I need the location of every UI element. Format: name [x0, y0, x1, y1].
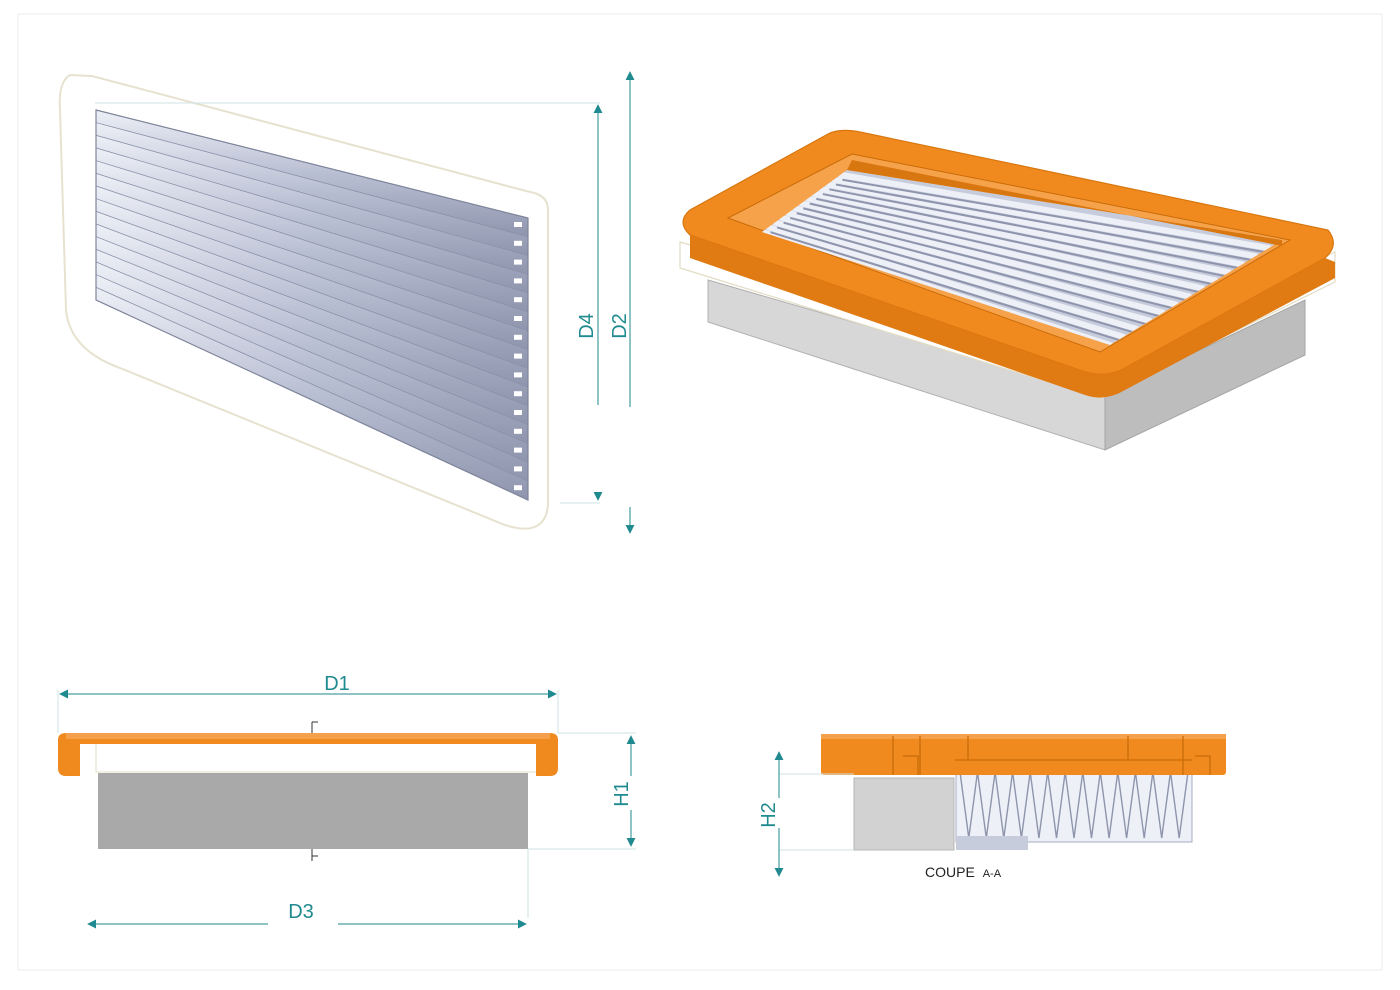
section-frame-details — [892, 736, 1211, 775]
iso-pleat-ridge — [765, 224, 1127, 340]
pleat-end-tab — [514, 259, 522, 265]
iso-body-side — [1104, 299, 1306, 451]
pleat-end-tab — [514, 428, 522, 434]
iso-pleat-ridge — [837, 171, 1272, 252]
iso-pleat-shadow — [789, 216, 1166, 319]
front-perspective-view: D4 D2 — [58, 71, 635, 534]
iso-pleat-shadow — [783, 221, 1152, 327]
iso-pleat-ridge — [762, 229, 1113, 345]
section-orange-lip — [821, 734, 1226, 739]
iso-inner-wall — [847, 160, 1282, 246]
iso-pleat-shadow — [776, 226, 1139, 335]
dimension-label-h1: H1 — [611, 781, 633, 807]
pleat — [96, 160, 528, 313]
section-label-ref: A-A — [983, 868, 1002, 880]
pleat-end-tab — [514, 222, 522, 227]
section-mark-top — [311, 721, 318, 733]
pleat — [96, 147, 528, 294]
dimension-label-d2: D2 — [609, 313, 631, 339]
iso-pleat-ridge — [817, 186, 1233, 276]
side-view: D1 D3 H1 — [57, 673, 636, 929]
iso-pleat-shadow — [822, 193, 1232, 279]
pleat-end-tab — [514, 447, 522, 453]
section-label: COUPE A-A — [925, 864, 1002, 880]
dimension-label-d1: D1 — [324, 673, 350, 695]
dimension-label-d3: D3 — [288, 901, 314, 923]
iso-pleat-ridge — [811, 190, 1219, 284]
front-view-pleated-media — [96, 110, 528, 500]
front-view-media-edge — [95, 109, 529, 501]
side-view-orange-lip — [66, 733, 550, 739]
sheet-frame — [17, 13, 1383, 971]
iso-pleat-ridge — [772, 219, 1140, 332]
iso-pleat-shadow — [802, 207, 1192, 303]
pleat-end-tab — [514, 466, 522, 472]
iso-pleat-ridge — [824, 181, 1246, 268]
section-pleat-zigzag — [959, 771, 1189, 839]
side-view-orange-frame — [58, 733, 558, 776]
iso-pleat-shadow — [829, 188, 1245, 271]
iso-pleat-shadow — [835, 183, 1258, 263]
iso-pleat-ridge — [830, 176, 1259, 260]
pleat-end-tab — [514, 240, 522, 246]
iso-pleat-ridge — [785, 209, 1166, 316]
pleat-end-tab — [514, 278, 522, 284]
dimension-label-d4: D4 — [576, 313, 598, 339]
pleat — [96, 286, 528, 500]
pleat — [96, 134, 528, 275]
iso-pleat-shadow — [816, 197, 1219, 287]
section-view-a-a: H2 COUPE A-A — [758, 734, 1226, 880]
pleat — [96, 236, 528, 426]
pleat — [96, 274, 528, 482]
pleat-end-tab — [514, 297, 522, 303]
iso-pleat-shadow — [809, 202, 1205, 295]
section-label-main: COUPE — [925, 864, 975, 880]
iso-pleat-ridge — [804, 195, 1206, 292]
pleat-end-tab — [514, 353, 522, 359]
iso-orange-frame-front — [690, 235, 1335, 398]
isometric-view — [679, 129, 1336, 451]
pleat — [96, 172, 528, 332]
pleat-end-tab — [514, 485, 522, 491]
pleat — [96, 198, 528, 369]
iso-pleat-shadow — [842, 178, 1271, 255]
iso-pleat-shadow — [770, 231, 1126, 343]
pleat — [96, 185, 528, 351]
iso-pleat-ridge — [798, 200, 1193, 300]
section-pleats — [959, 771, 1189, 839]
section-media-base — [956, 836, 1028, 850]
pleat-end-tab — [514, 372, 522, 378]
side-view-body — [98, 773, 528, 849]
pleat — [96, 223, 528, 407]
iso-pleat-ridge — [791, 205, 1180, 308]
pleat-end-tab — [514, 410, 522, 415]
dimension-label-h2: H2 — [758, 802, 780, 828]
iso-pleat-shadow — [796, 212, 1179, 311]
section-gray-body — [853, 777, 955, 851]
section-orange-frame — [821, 734, 1226, 775]
pleat — [96, 210, 528, 388]
iso-pleat-ridge — [778, 214, 1153, 324]
pleat-end-tab — [514, 316, 522, 321]
pleat — [96, 122, 528, 257]
section-mark-bottom — [311, 849, 318, 861]
pleat-end-tab — [514, 334, 522, 340]
pleat — [96, 248, 528, 445]
pleat-end-tab — [514, 391, 522, 397]
pleat — [96, 261, 528, 463]
section-media-zone — [955, 769, 1193, 843]
